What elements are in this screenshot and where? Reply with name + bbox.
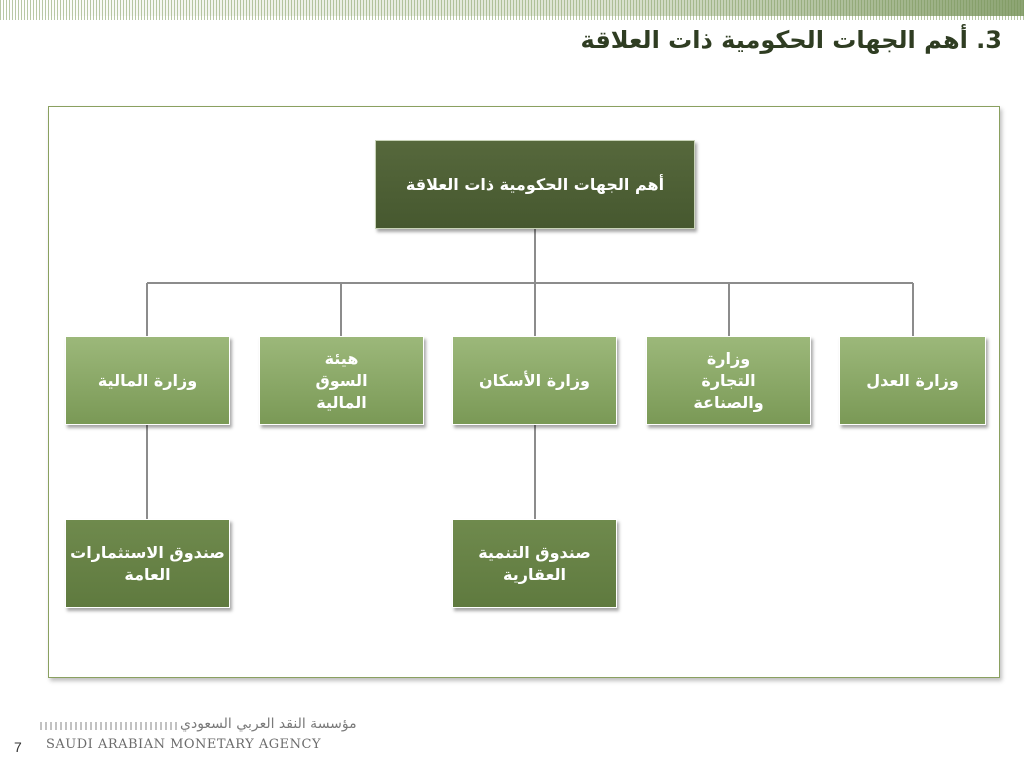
node-real-estate-development-fund: صندوق التنمية العقارية (452, 519, 617, 608)
slide-title: 3. أهم الجهات الحكومية ذات العلاقة (580, 26, 1002, 54)
agency-name-english: SAUDI ARABIAN MONETARY AGENCY (46, 737, 322, 752)
node-ministry-justice: وزارة العدل (839, 336, 986, 425)
header-gradient (0, 0, 1024, 16)
node-public-investment-fund: صندوق الاستثمارات العامة (65, 519, 230, 608)
node-ministry-finance: وزارة المالية (65, 336, 230, 425)
agency-name-arabic: مؤسسة النقد العربي السعودي (180, 716, 357, 732)
node-ministry-commerce: وزارة التجارة والصناعة (646, 336, 811, 425)
node-capital-market-authority: هيئة السوق المالية (259, 336, 424, 425)
node-ministry-housing: وزارة الأسكان (452, 336, 617, 425)
agency-logo-decor (40, 722, 180, 730)
page-number: 7 (14, 739, 22, 755)
root-node: أهم الجهات الحكومية ذات العلاقة (375, 140, 695, 229)
